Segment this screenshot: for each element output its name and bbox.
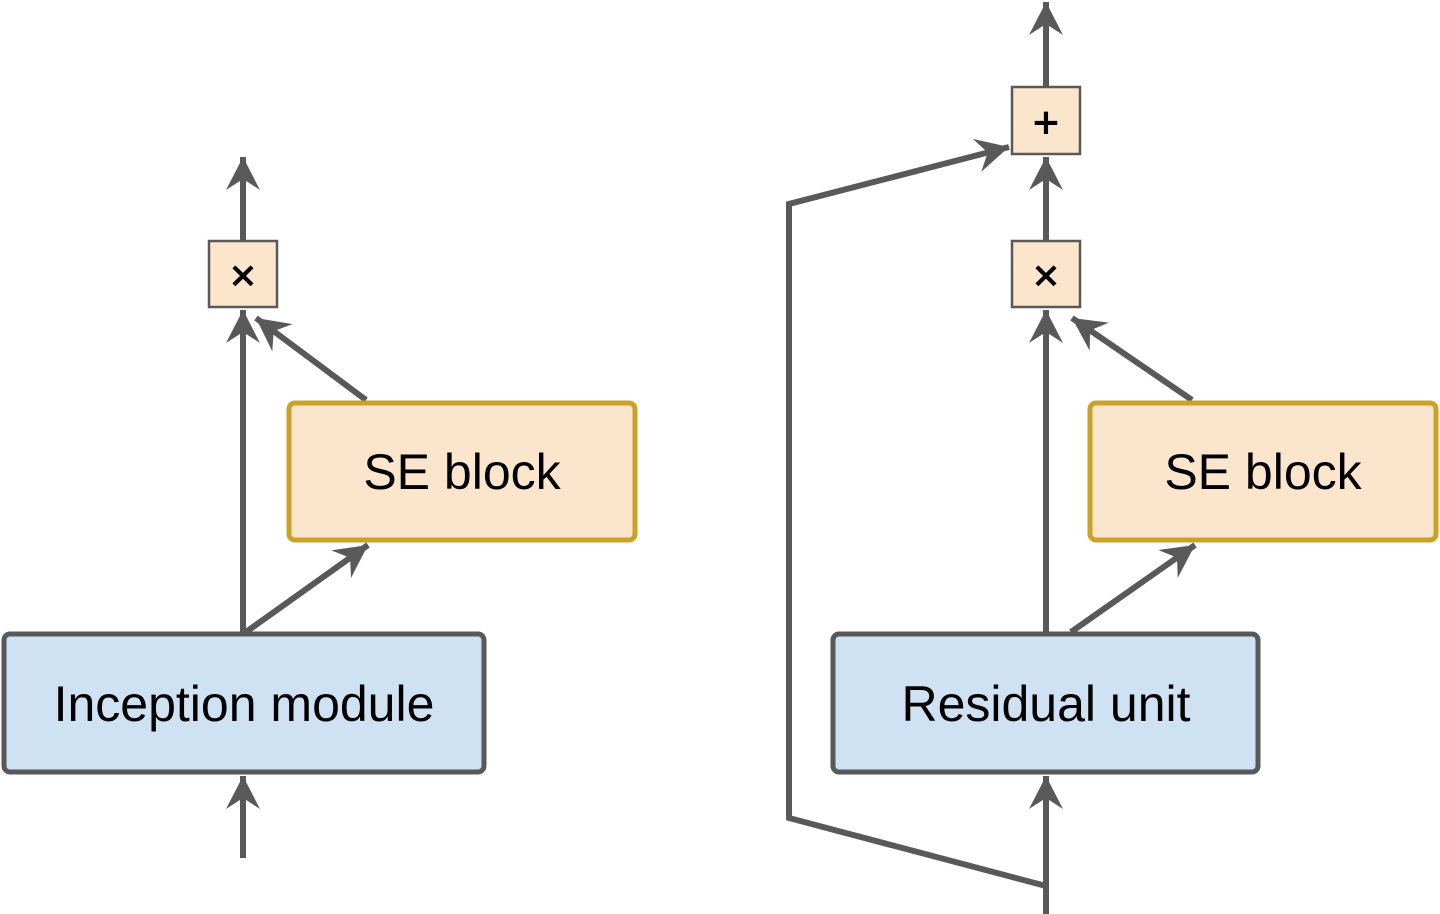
skip-connection-arrow <box>786 138 1047 889</box>
inception-module-box <box>1 631 487 775</box>
left-diagram: Inception module SE block × <box>1 157 638 858</box>
left-multiply-icon: × <box>228 255 258 296</box>
add-icon: + <box>1031 102 1061 143</box>
left-multiply-box <box>207 239 279 309</box>
right-multiply-box <box>1010 239 1082 309</box>
left-to-se-arrow <box>244 542 370 635</box>
left-se-block-label: SE block <box>363 444 561 500</box>
right-diagram: Residual unit SE block × + <box>786 2 1439 914</box>
left-se-to-mult-arrow <box>254 315 368 403</box>
right-to-se-arrow <box>1069 542 1197 635</box>
left-se-block-box <box>286 400 638 543</box>
residual-unit-label: Residual unit <box>901 676 1190 732</box>
right-se-block-box <box>1087 400 1439 543</box>
inception-module-label: Inception module <box>54 676 435 732</box>
right-multiply-icon: × <box>1031 255 1061 296</box>
right-se-to-mult-arrow <box>1070 315 1194 403</box>
residual-unit-box <box>830 631 1261 775</box>
add-box <box>1010 85 1082 156</box>
right-se-block-label: SE block <box>1164 444 1362 500</box>
